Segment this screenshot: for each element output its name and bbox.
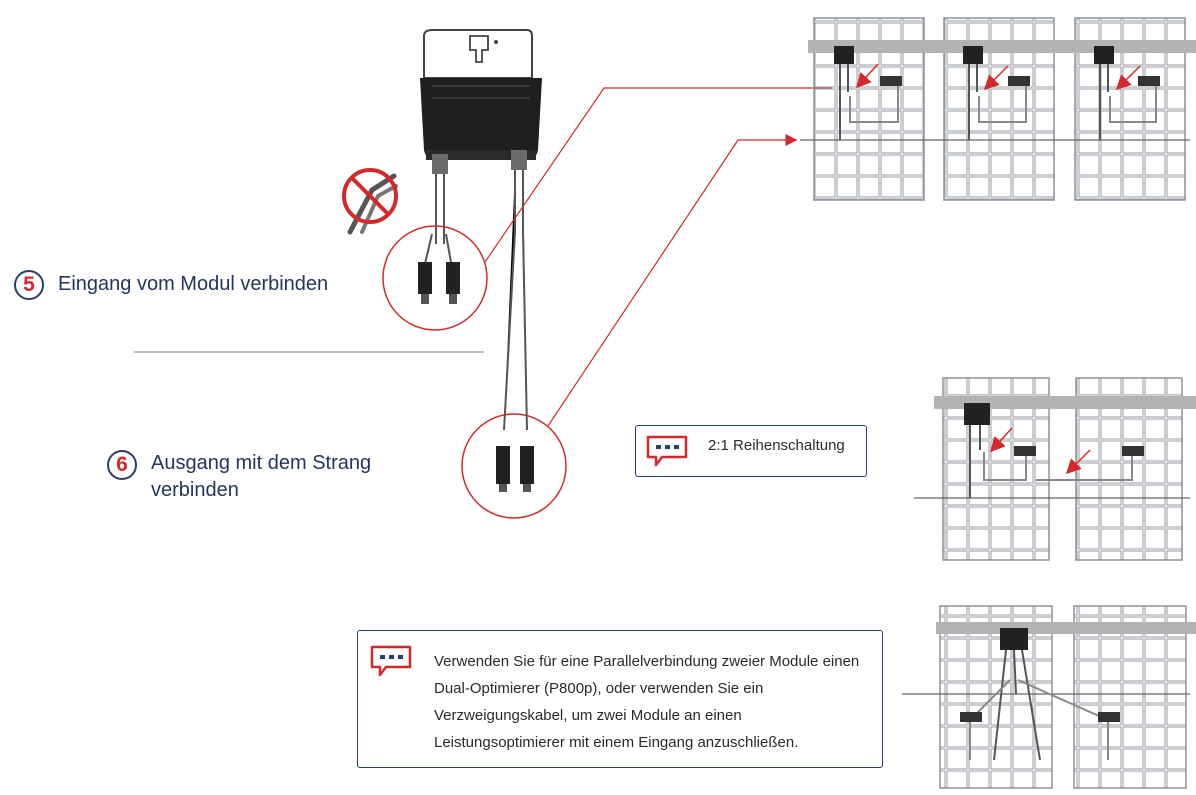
step-number-5: 5 xyxy=(14,270,44,300)
output-detail-circle xyxy=(461,413,567,519)
series-connection-note: 2:1 Reihenschaltung xyxy=(635,425,867,477)
parallel-connection-note: Verwenden Sie für eine Parallelverbindun… xyxy=(357,630,883,768)
panel-row-top xyxy=(800,17,1196,201)
chat-bubble-icon xyxy=(646,435,688,467)
output-leader-line xyxy=(547,134,798,427)
series-note-text: 2:1 Reihenschaltung xyxy=(708,437,845,454)
mounting-rail xyxy=(934,396,1196,409)
panel-row-parallel xyxy=(902,605,1196,789)
step-label-5: Eingang vom Modul verbinden xyxy=(58,273,329,295)
step-connect-input: 5 Eingang vom Modul verbinden xyxy=(14,270,328,300)
solar-panel xyxy=(1073,605,1187,789)
parallel-note-text: Verwenden Sie für eine Parallelverbindun… xyxy=(434,653,860,751)
step-connect-output: 6 Ausgang mit dem Strang verbinden xyxy=(107,450,411,504)
panel-row-series xyxy=(914,377,1196,561)
step-number-6: 6 xyxy=(107,450,137,480)
power-optimizer-illustration xyxy=(418,29,542,492)
optimizer-wiring xyxy=(1094,46,1160,140)
no-tool-icon xyxy=(342,168,398,235)
optimizer-wiring xyxy=(963,46,1030,140)
mounting-rail xyxy=(936,622,1196,634)
input-leader-line xyxy=(484,82,833,263)
optimizer-wiring xyxy=(834,46,902,140)
mounting-rail xyxy=(808,40,1196,53)
chat-bubble-icon xyxy=(370,645,412,677)
step-label-6: Ausgang mit dem Strang verbinden xyxy=(151,452,372,501)
input-detail-circle xyxy=(382,225,488,331)
solar-panel xyxy=(939,605,1053,789)
